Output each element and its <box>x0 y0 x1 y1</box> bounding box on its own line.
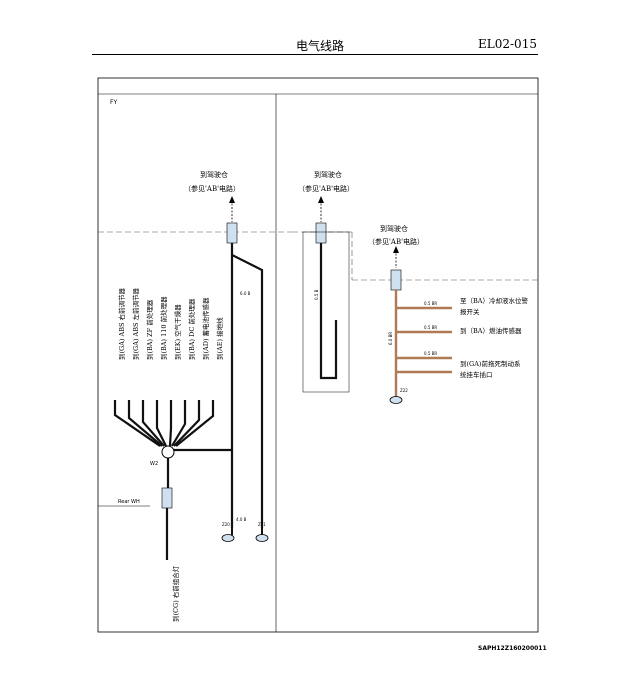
footer-ref: SAPH12Z160200011 <box>478 645 547 652</box>
vlabel-2: 到(BA) ZF 前处理器 <box>145 299 154 360</box>
vlabel-7: 到(AE) 接地线 <box>215 317 224 360</box>
dest-1-line2: （参见'AB'电路） <box>184 184 240 193</box>
wire-size-main: 6.0 B <box>240 291 251 296</box>
mid-harness <box>319 243 338 380</box>
arrow-up-2 <box>318 196 324 222</box>
ground-z20: Z20 <box>221 522 235 542</box>
vlabel-rear: 到(CG) 右前组合灯 <box>171 565 180 622</box>
right-wire-1: 0.5 BR <box>424 325 437 330</box>
dest-1-line1: 到驾驶仓 <box>200 170 228 179</box>
vlabel-4: 到(EK) 空气干燥器 <box>173 304 182 360</box>
section-label-fy: FY <box>110 99 117 106</box>
vlabel-6: 到(AD) 蓄电池传感器 <box>201 297 210 360</box>
page-title: 电气线路 <box>296 39 345 53</box>
connector-1 <box>226 222 238 244</box>
vlabel-0: 到(GA) ABS 右前调节器 <box>117 287 126 360</box>
svg-text:Z22: Z22 <box>400 388 408 393</box>
arrow-up-3 <box>393 246 399 268</box>
vlabel-5: 到(BA) DC 前处理器 <box>187 298 196 360</box>
svg-text:Z20: Z20 <box>222 522 230 527</box>
splice-w2-label: W2 <box>150 461 158 467</box>
page-code: EL02-015 <box>478 37 537 51</box>
mid-box <box>302 231 350 393</box>
connector-2 <box>315 222 327 244</box>
right-label-2b: 统挂车插口 <box>460 370 493 379</box>
arrow-up-1 <box>229 196 235 222</box>
wire-size-right: 6.0 BR <box>388 332 393 345</box>
wire-size-left-ground: 4.0 B <box>236 517 247 522</box>
left-harness <box>113 243 264 560</box>
right-label-0b: 报开关 <box>460 307 480 316</box>
ground-z22: Z22 <box>389 388 408 404</box>
right-wire-0: 0.5 BR <box>424 301 437 306</box>
vlabel-3: 到(BA) 110 前处理器 <box>159 296 168 360</box>
header-rule <box>92 54 538 55</box>
dest-3-line1: 到驾驶仓 <box>380 224 408 233</box>
right-label-2a: 到(GA)前拖死制动系 <box>460 359 521 368</box>
connector-rear <box>161 487 173 509</box>
right-harness <box>394 290 452 398</box>
dest-3-line2: （参见'AB'电路） <box>368 237 424 246</box>
right-label-1a: 到（BA）燃油传感器 <box>460 326 522 335</box>
right-label-0a: 至（BA）冷却液水位警 <box>460 296 528 305</box>
dest-2-line1: 到驾驶仓 <box>314 170 342 179</box>
diagram-frame <box>97 77 539 633</box>
dest-2-line2: （参见'AB'电路） <box>298 184 354 193</box>
connector-3 <box>390 269 402 291</box>
ground-z21: Z21 <box>255 522 269 542</box>
svg-text:Z21: Z21 <box>258 522 266 527</box>
vertical-label-group: 到(GA) ABS 右前调节器 到(GA) ABS 左前调节器 到(BA) ZF… <box>117 287 224 622</box>
rear-wh-label: Rear WH <box>118 499 140 505</box>
vlabel-1: 到(GA) ABS 左前调节器 <box>131 287 140 360</box>
right-wire-2: 0.5 BR <box>424 351 437 356</box>
splice-w2 <box>161 445 175 459</box>
wire-size-mid: 0.5 B <box>314 289 319 300</box>
